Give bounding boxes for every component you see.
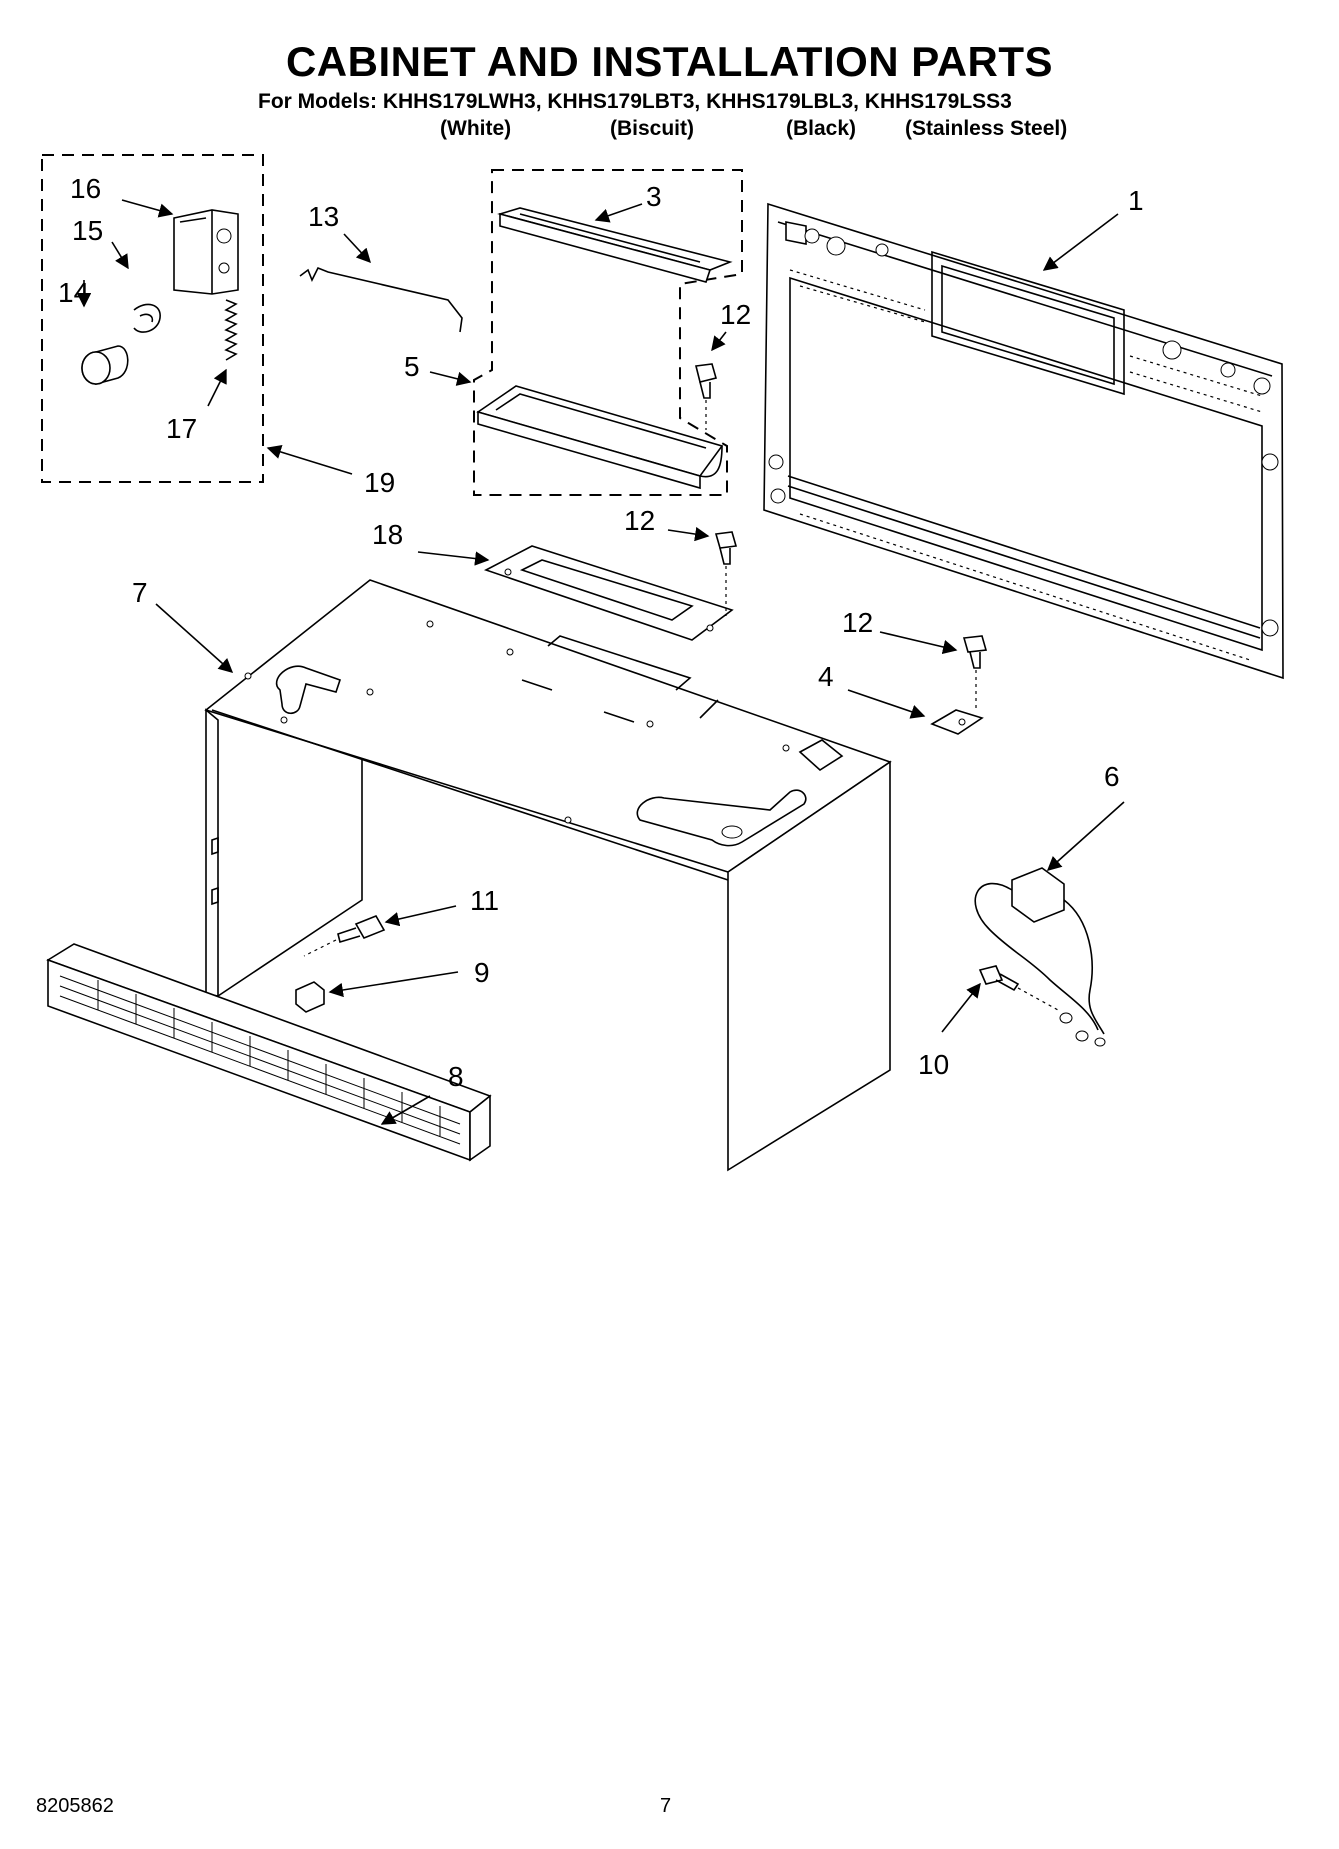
part-5-damper-tray [476,385,724,490]
callout-17: 17 [166,413,197,444]
callout-5: 5 [404,351,420,382]
callout-7: 7 [132,577,148,608]
page-title: CABINET AND INSTALLATION PARTS [285,38,1054,85]
callout-14: 14 [58,277,89,308]
models-line: For Models: KHHS179LWH3, KHHS179LBT3, KH… [258,90,1012,113]
callout-8: 8 [448,1061,464,1092]
leader-lines [76,199,1125,1125]
hinge-kit-group [41,154,264,483]
part-13-wire [299,266,463,333]
variant-stainless-steel: (Stainless Steel) [905,117,1068,140]
variant-white: (White) [440,117,512,140]
part-10-ground-screw [978,965,1059,1011]
callout-9: 9 [474,957,490,988]
part-17-spring [224,299,238,361]
callout-13: 13 [308,201,339,232]
callout-4: 4 [818,661,834,692]
callout-10: 10 [918,1049,949,1080]
part-8-grille [46,943,492,1162]
part-12-screw-c [962,635,988,708]
part-18-gasket [483,545,734,641]
part-7-cabinet [204,579,892,1172]
variant-black: (Black) [786,117,857,140]
part-16-hinge-bracket [173,209,239,295]
part-9-clip [295,981,325,1013]
callout-18: 18 [372,519,403,550]
callout-15: 15 [72,215,103,246]
part-12-screw-b [714,531,738,616]
callout-3: 3 [646,181,662,212]
callout-19: 19 [364,467,395,498]
part-1-mounting-plate [763,202,1284,680]
part-15-clip [133,303,161,333]
part-11-screw [303,914,386,957]
part-14-plug [81,345,129,386]
part-6-switch-harness [974,867,1106,1047]
page-number: 7 [660,1795,672,1817]
callout-6: 6 [1104,761,1120,792]
variant-biscuit: (Biscuit) [610,117,694,140]
part-12-screw-a [695,363,717,430]
vent-parts-group [473,169,743,496]
callout-11: 11 [470,885,499,916]
doc-number: 8205862 [36,1795,114,1817]
part-4-plate [930,709,984,735]
callout-12c: 12 [842,607,873,638]
callout-1: 1 [1128,185,1144,216]
callout-12a: 12 [720,299,751,330]
callout-labels: 1 3 4 5 6 7 8 9 10 11 12 12 12 13 14 15 … [58,173,1144,1092]
callout-12b: 12 [624,505,655,536]
callout-16: 16 [70,173,101,204]
part-3-rail [497,207,733,283]
